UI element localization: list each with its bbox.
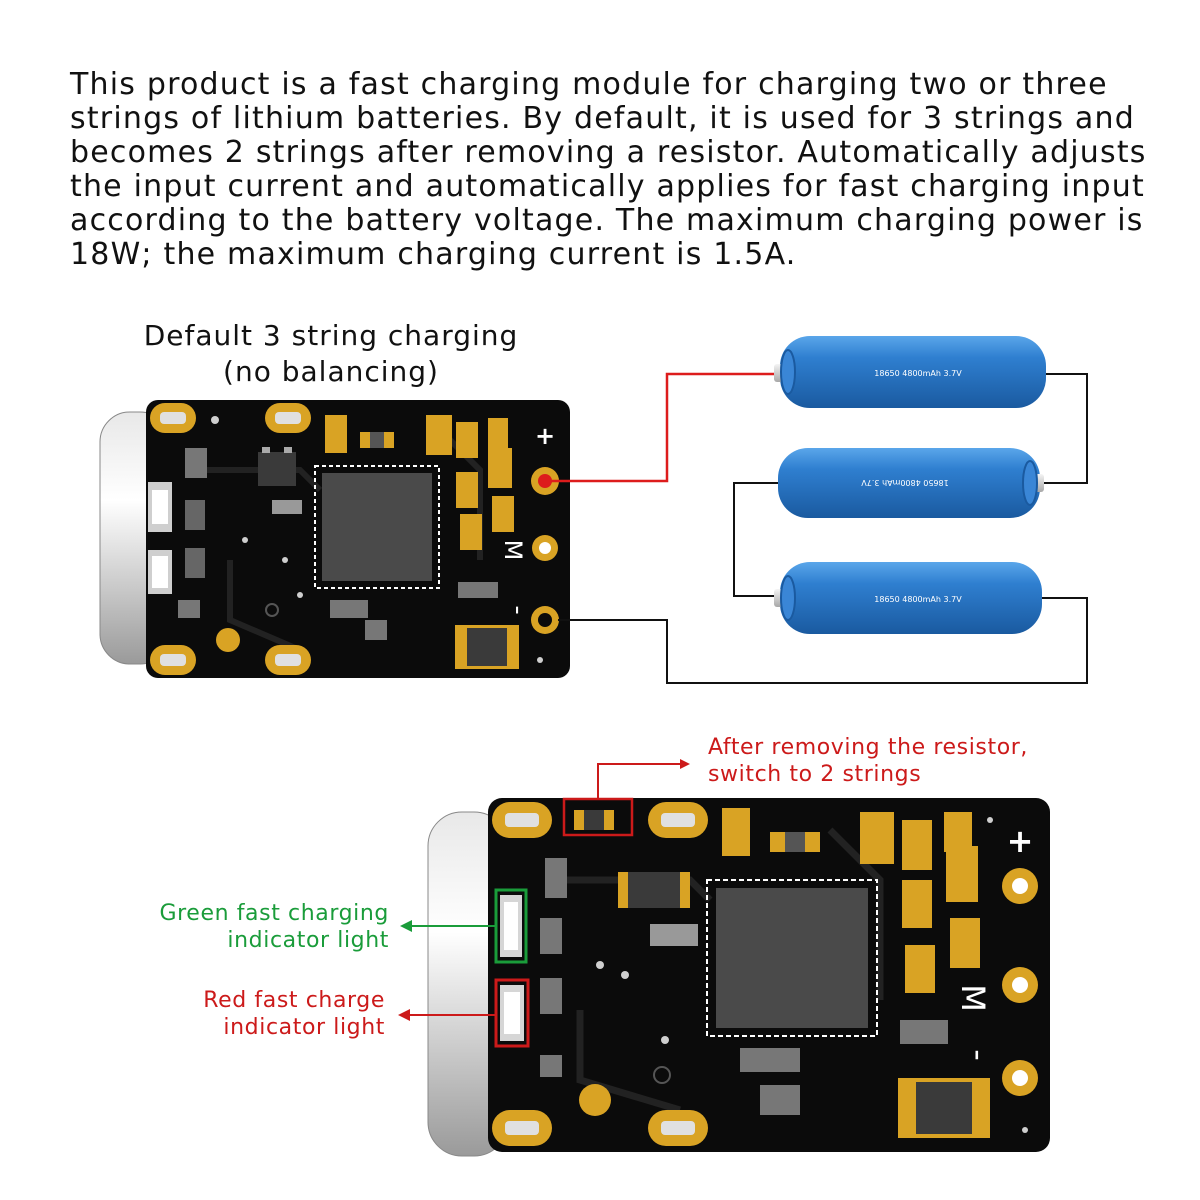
smd-components (148, 415, 543, 669)
description-line: 18W; the maximum charging current is 1.5… (70, 237, 797, 272)
description-line: according to the battery voltage. The ma… (70, 203, 1144, 238)
battery-label: 18650 4800mAh 3.7V (874, 595, 962, 604)
red-note-line-1: Red fast charge (203, 988, 385, 1013)
description-line: strings of lithium batteries. By default… (70, 101, 1135, 136)
battery-cell-2: 18650 4800mAh 3.7V (778, 448, 1044, 518)
red-arrowhead (398, 1009, 410, 1021)
caption-line-1: Default 3 string charging (143, 319, 519, 352)
caption-line-2: (no balancing) (223, 355, 439, 388)
top-diagram-caption: Default 3 string charging (no balancing) (128, 318, 534, 390)
red-indicator-led (494, 978, 530, 1048)
green-indicator-led (494, 888, 528, 964)
black-negative-wire (558, 597, 1088, 684)
resistor-note-line-1: After removing the resistor, (708, 735, 1028, 760)
mode-resistor (562, 797, 634, 837)
slot-pads (150, 403, 311, 675)
red-positive-wire (547, 372, 782, 483)
mid-mark: M (499, 540, 527, 561)
top-module-board: + M - (99, 400, 570, 678)
plus-mark: + (1007, 822, 1034, 860)
description-line: the input current and automatically appl… (70, 169, 1145, 204)
green-led-note: Green fast charging indicator light (137, 900, 389, 954)
callout-arrows (398, 759, 690, 1021)
smd-components (540, 808, 1028, 1138)
bottom-module-board: + M - (427, 797, 1050, 1157)
plus-mark: + (535, 422, 555, 450)
resistor-note-line-2: switch to 2 strings (708, 762, 922, 787)
wires (547, 372, 1088, 684)
battery-label: 18650 4800mAh 3.7V (861, 478, 949, 487)
description-line: becomes 2 strings after removing a resis… (70, 135, 1147, 170)
green-note-line-1: Green fast charging (159, 901, 389, 926)
battery-label: 18650 4800mAh 3.7V (874, 369, 962, 378)
battery-cell-3: 18650 4800mAh 3.7V (774, 562, 1042, 634)
resistor-note: After removing the resistor, switch to 2… (708, 734, 1028, 788)
minus-mark: - (503, 605, 533, 614)
battery-cell-1: 18650 4800mAh 3.7V (774, 336, 1046, 408)
minus-mark: - (960, 1049, 998, 1061)
battery-terminals (531, 467, 559, 634)
series-wire-2 (733, 482, 780, 597)
slot-pads (492, 802, 708, 1146)
resistor-arrowhead (680, 759, 690, 769)
green-note-line-2: indicator light (227, 928, 389, 953)
battery-terminals (1002, 868, 1038, 1096)
red-note-line-2: indicator light (223, 1015, 385, 1040)
controller-chip (314, 465, 440, 589)
description-line: This product is a fast charging module f… (70, 67, 1108, 102)
resistor-callout-line (597, 763, 680, 799)
battery-pack: 18650 4800mAh 3.7V 18650 4800mAh 3.7V 18… (774, 336, 1046, 634)
green-arrowhead (400, 920, 412, 932)
series-wire-1 (1037, 373, 1088, 484)
controller-chip (706, 879, 878, 1037)
mid-mark: M (954, 984, 992, 1012)
red-led-note: Red fast charge indicator light (130, 987, 385, 1041)
product-description: This product is a fast charging module f… (70, 68, 1170, 272)
